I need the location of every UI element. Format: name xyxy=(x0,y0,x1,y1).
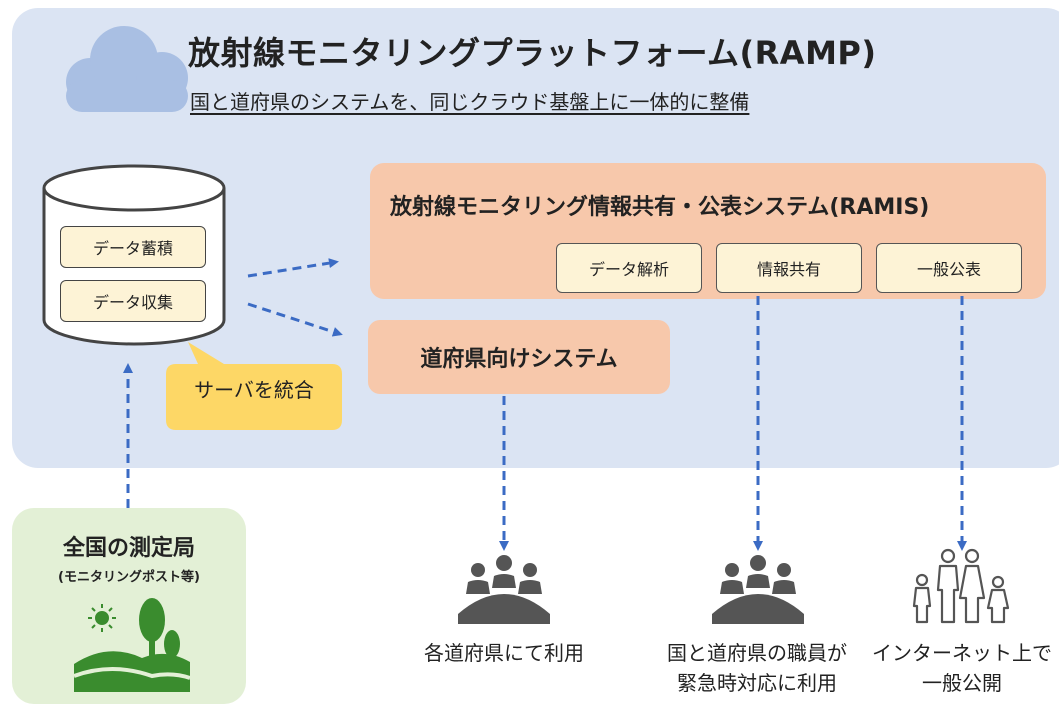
meeting-people-icon xyxy=(712,555,804,624)
caption-staff-use: 国と道府県の職員が 緊急時対応に利用 xyxy=(667,641,847,695)
family-icon xyxy=(912,548,1010,624)
page-title: 放射線モニタリングプラットフォーム(RAMP) xyxy=(188,34,877,72)
meeting-people-icon xyxy=(458,555,550,624)
data-analysis-box: データ解析 xyxy=(556,243,702,293)
cloud-icon xyxy=(66,26,188,112)
info-sharing-box: 情報共有 xyxy=(716,243,862,293)
monitoring-stations-panel: 全国の測定局 (モニタリングポスト等) xyxy=(12,508,246,704)
ramis-title: 放射線モニタリング情報共有・公表システム(RAMIS) xyxy=(390,195,930,220)
sun-icon xyxy=(88,604,116,632)
data-storage-chip: データ蓄積 xyxy=(60,226,206,268)
arrow-db-to-prefecture xyxy=(247,302,343,337)
stations-title: 全国の測定局 xyxy=(62,536,195,561)
callout-label: サーバを統合 xyxy=(194,377,314,402)
arrow-db-to-ramis xyxy=(247,258,339,278)
landscape-icon xyxy=(73,598,191,692)
server-integration-callout xyxy=(166,342,342,430)
public-disclosure-box: 一般公表 xyxy=(876,243,1022,293)
caption-public-disclosure: インターネット上で 一般公開 xyxy=(872,641,1052,695)
data-collection-chip: データ収集 xyxy=(60,280,206,322)
page-subtitle: 国と道府県のシステムを、同じクラウド基盤上に一体的に整備 xyxy=(190,90,750,114)
prefecture-system-box: 道府県向けシステム xyxy=(368,320,670,394)
caption-prefecture-use: 各道府県にて利用 xyxy=(424,641,584,665)
ramis-system-box: 放射線モニタリング情報共有・公表システム(RAMIS) データ解析 情報共有 一… xyxy=(370,163,1046,299)
stations-subtitle: (モニタリングポスト等) xyxy=(58,570,200,585)
